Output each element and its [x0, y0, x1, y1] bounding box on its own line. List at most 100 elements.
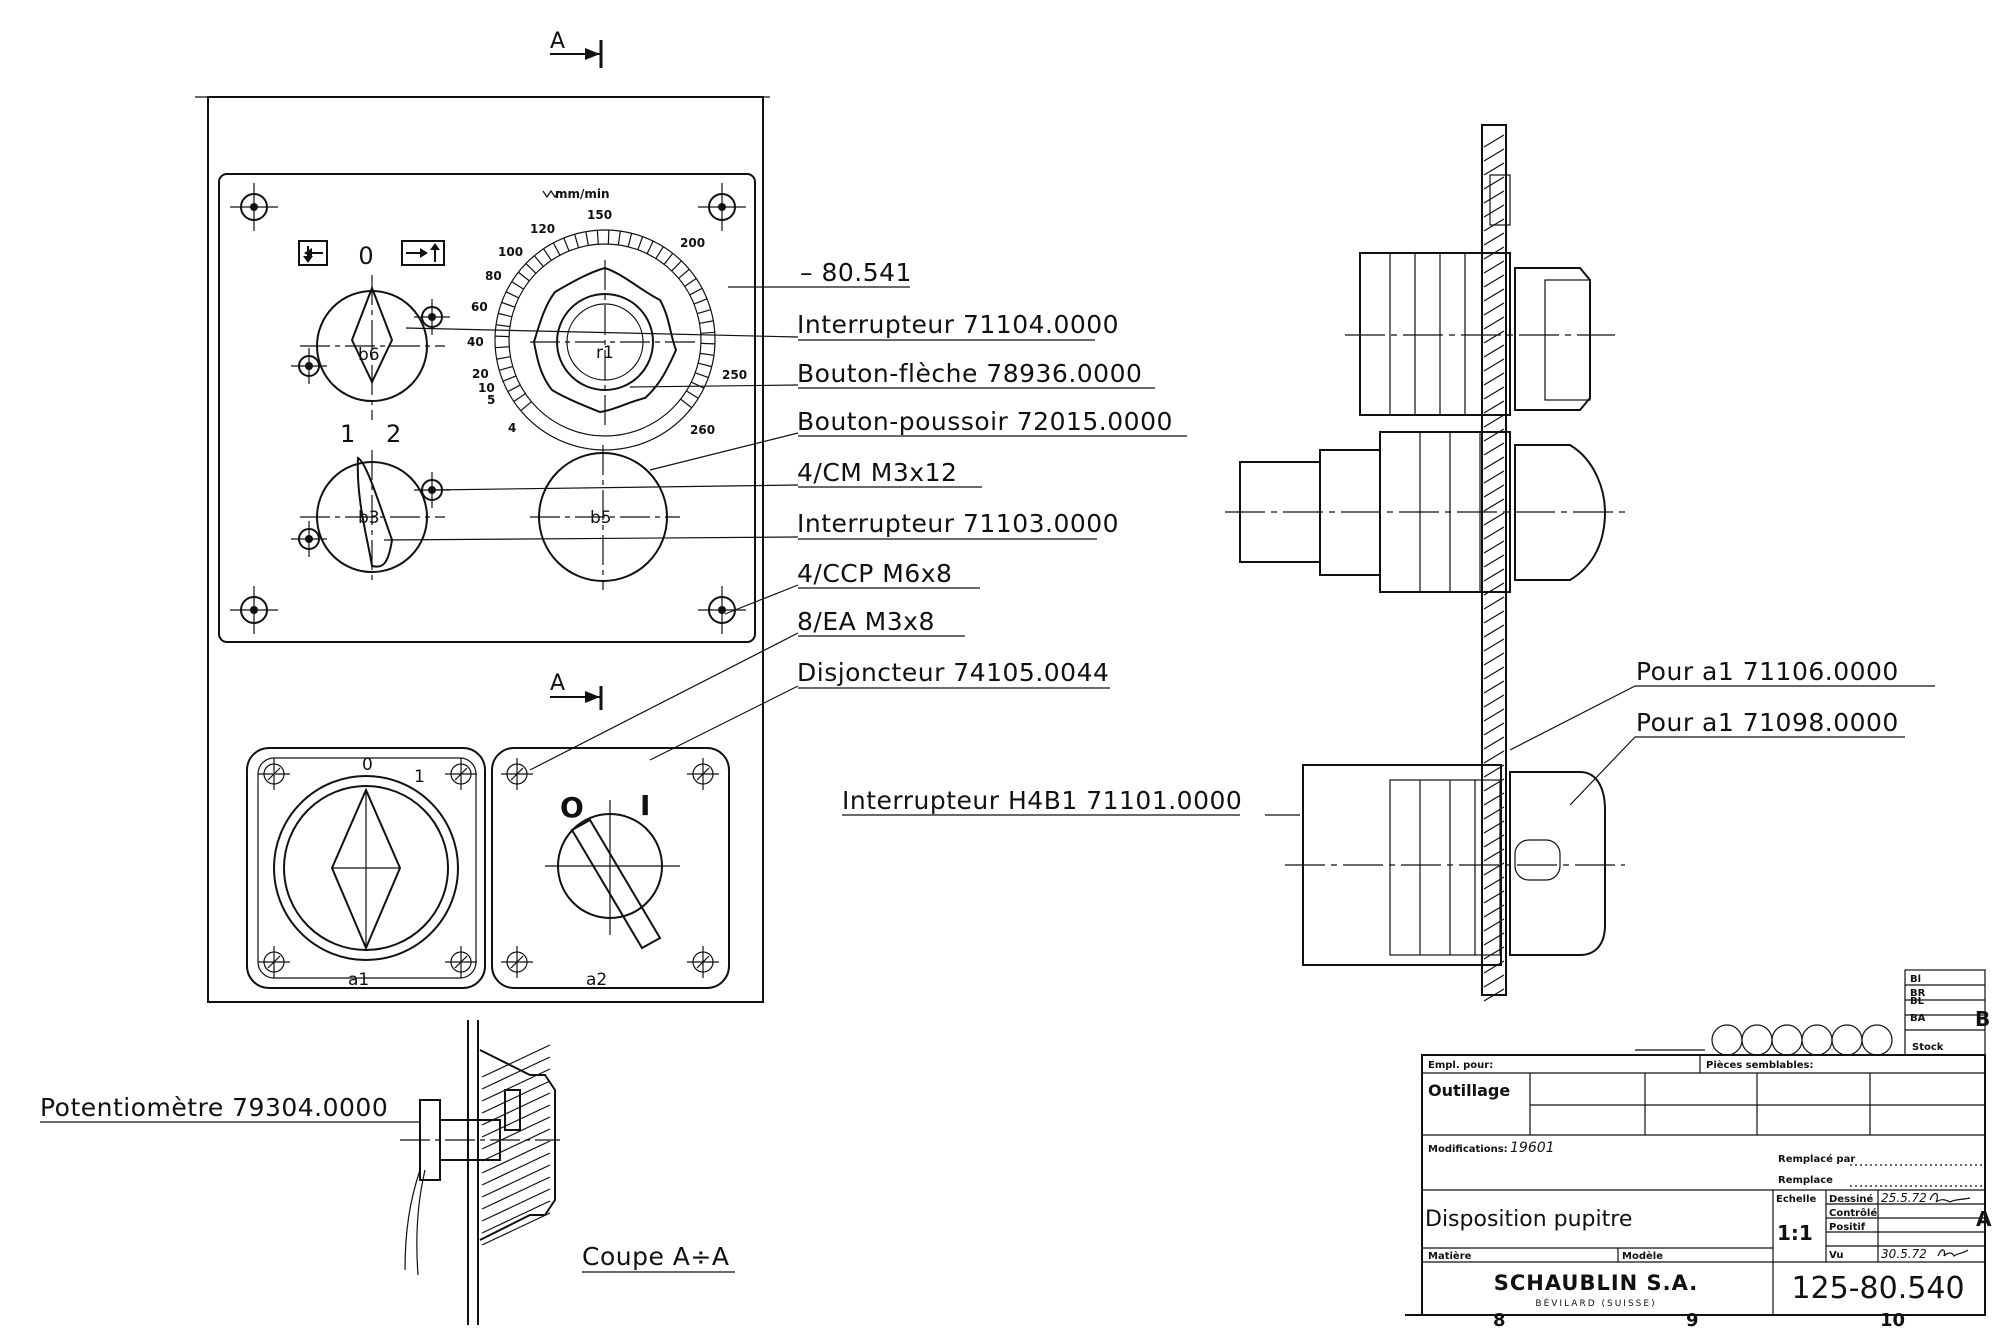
wall-hatch-line	[1483, 498, 1505, 512]
callout-pour-a1-71098: Pour a1 71098.0000	[1636, 708, 1899, 737]
tb-positif-label: Positif	[1829, 1222, 1866, 1233]
switch-a2-screw-icons	[501, 758, 719, 978]
tb-pieces-semblables: Pièces semblables:	[1706, 1059, 1814, 1071]
wall-hatch-line	[1483, 330, 1505, 344]
dial-tick-mark	[684, 277, 697, 287]
zone-letter-b: B	[1975, 1007, 1990, 1031]
tb-dessine-date: 25.5.72	[1881, 1191, 1927, 1205]
side-view: Pour a1 71106.0000 Pour a1 71098.0000 In…	[842, 124, 1935, 1002]
dial-tick-40: 40	[467, 335, 484, 349]
tb-city: BÉVILARD (SUISSE)	[1535, 1297, 1656, 1309]
dial-tick-mark	[699, 352, 715, 356]
wall-hatch-line	[1483, 274, 1505, 288]
dial-tick-mark	[563, 237, 570, 252]
dial-tick-mark	[693, 298, 708, 305]
dial-tick-mark	[513, 393, 526, 403]
wall-hatch-line	[1483, 596, 1505, 610]
dial-tick-mark	[505, 291, 519, 299]
dial-tick-mark	[627, 233, 633, 247]
wall-hatch-line	[1483, 582, 1505, 596]
wall-hatch-line	[1483, 260, 1505, 274]
dial-tick-120: 120	[530, 222, 555, 236]
dial-tick-mark	[501, 301, 515, 308]
plate-screw-icons	[230, 183, 746, 634]
zone-letter-a: A	[1976, 1207, 1992, 1231]
dial-tick-mark	[663, 252, 674, 265]
switch-a2-label: a2	[586, 970, 607, 990]
dial-tick-mark	[511, 281, 524, 290]
dial-tick-10: 10	[478, 381, 495, 395]
tb-company: SCHAUBLIN S.A.	[1494, 1271, 1699, 1295]
callout-4-cm-m3x12: 4/CM M3x12	[797, 458, 957, 487]
selector-b3-pos2: 2	[386, 420, 401, 448]
dial-tick-mark	[499, 365, 513, 371]
knob-hatch-line	[481, 1128, 551, 1162]
revision-circles	[1635, 1024, 1893, 1056]
stock-bl: BL	[1910, 996, 1925, 1007]
knob-hatch-line	[481, 1188, 551, 1222]
wall-hatch-line	[1483, 988, 1505, 1002]
dial-tick-mark	[700, 331, 715, 334]
callout-disjoncteur: Disjoncteur 74105.0044	[797, 658, 1109, 687]
dial-tick-mark	[678, 268, 690, 279]
wall-hatch-line	[1483, 610, 1505, 624]
dial-tick-mark	[671, 260, 682, 272]
dial-tick-mark	[517, 271, 530, 282]
switch-a1-screw-icons	[258, 758, 477, 978]
tb-controle-label: Contrôlé	[1829, 1207, 1877, 1219]
dial-tick-4: 4	[508, 421, 516, 435]
dial-tick-mark	[502, 375, 517, 382]
knob-hatch-line	[481, 1152, 551, 1186]
wall-hatch-line	[1483, 694, 1505, 708]
wall-hatch-line	[1483, 232, 1505, 246]
stock-ba: BA	[1910, 1013, 1926, 1024]
wall-hatch-line	[1483, 162, 1505, 176]
tb-title: Disposition pupitre	[1425, 1207, 1632, 1232]
wall-hatch-line	[1483, 190, 1505, 204]
selector-b6-position-0: 0	[358, 242, 373, 270]
selector-switch-b3: 1 2 b3	[291, 420, 450, 585]
tb-vu-date: 30.5.72	[1881, 1247, 1927, 1261]
dial-tick-250: 250	[722, 368, 747, 382]
dial-tick-mark	[698, 362, 712, 368]
wall-hatch-line	[1483, 428, 1505, 442]
knob-hatch-line	[481, 1164, 551, 1198]
tb-outillage: Outillage	[1428, 1081, 1510, 1100]
wall-hatch-line	[1483, 204, 1505, 218]
wall-hatch-line	[1483, 386, 1505, 400]
dial-tick-mark	[617, 230, 621, 246]
knob-hatch-line	[481, 1092, 551, 1126]
dial-tick-mark	[655, 246, 664, 259]
front-panel: 0 b6 mm/min 4 5 10 20 40 60 80 100 12	[195, 96, 770, 1003]
dial-tick-200: 200	[680, 236, 705, 250]
wall-hatch-line	[1483, 148, 1505, 162]
selector-b3-label: b3	[358, 508, 380, 528]
callouts: – 80.541 Interrupteur 71104.0000 Bouton-…	[383, 258, 1187, 771]
tb-modele: Modèle	[1622, 1250, 1663, 1262]
label-potentiometre: Potentiomètre 79304.0000	[40, 1093, 388, 1122]
dial-tick-60: 60	[471, 300, 488, 314]
tb-matiere: Matière	[1428, 1250, 1472, 1262]
tb-remplace: Remplace	[1778, 1175, 1833, 1186]
knob-hatch-line	[481, 1140, 551, 1174]
dial-tick-mark	[552, 242, 561, 256]
dial-tick-mark	[495, 324, 511, 328]
pushbutton-b5-label: b5	[590, 508, 612, 528]
dial-unit-label: mm/min	[555, 187, 610, 201]
signature-dessine-icon	[1929, 1192, 1971, 1203]
dial-tick-mark	[533, 255, 544, 267]
dial-tick-80: 80	[485, 269, 502, 283]
dial-ticks	[495, 230, 715, 412]
section-a-a: Potentiomètre 79304.0000 Coupe A÷A	[40, 1020, 735, 1325]
dial-tick-mark	[585, 231, 589, 246]
signature-vu-icon	[1937, 1249, 1969, 1257]
wall-hatch-line	[1483, 456, 1505, 470]
callout-interrupteur-71103: Interrupteur 71103.0000	[797, 509, 1119, 538]
control-plate	[218, 173, 756, 643]
knob-hatch-line	[481, 1116, 551, 1150]
knob-hatch-line	[481, 1068, 551, 1102]
wall-hatch-line	[1483, 568, 1505, 582]
tb-echelle-value: 1:1	[1777, 1221, 1813, 1245]
selector-b3-pos1: 1	[340, 420, 355, 448]
